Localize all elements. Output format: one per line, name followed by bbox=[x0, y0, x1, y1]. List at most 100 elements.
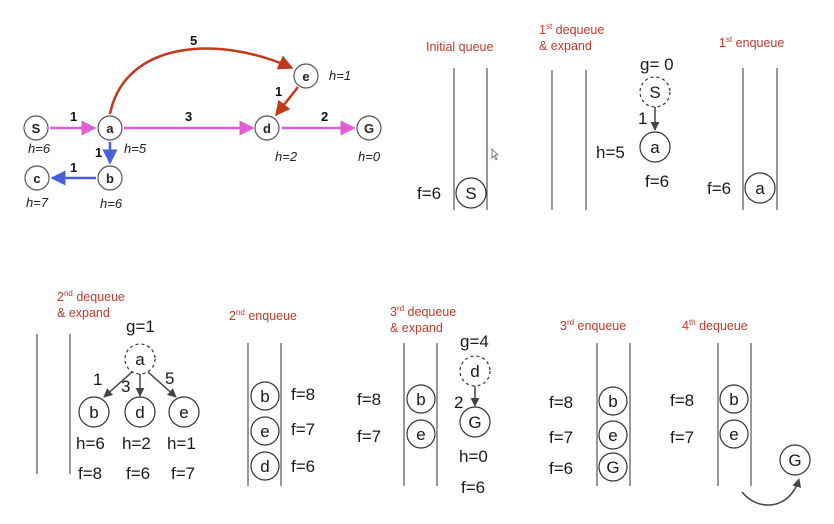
queue-node-b bbox=[406, 384, 436, 414]
queue-node-label: e bbox=[729, 425, 738, 444]
panel-title: 3rd enqueue bbox=[560, 318, 626, 333]
queue-node-label: b bbox=[260, 387, 269, 406]
panel-dequeue-3: 3rd dequeue & expand f=8 f=7 b e g=4 d 2… bbox=[357, 304, 491, 497]
weight-a-d: 3 bbox=[185, 109, 192, 124]
dequeued-node bbox=[779, 444, 811, 476]
node-label: c bbox=[33, 171, 40, 186]
heuristic-b: h=6 bbox=[100, 196, 123, 211]
h-value: h=5 bbox=[596, 143, 625, 162]
f-value-e: f=7 bbox=[549, 428, 573, 447]
panel-title-line2: & expand bbox=[390, 321, 443, 335]
h-value-e: h=1 bbox=[167, 434, 196, 453]
panel-title: 2nd dequeue bbox=[57, 289, 125, 304]
queue-node-label: e bbox=[416, 425, 425, 444]
f-value-g: f=6 bbox=[549, 459, 573, 478]
panel-title: 1st enqueue bbox=[719, 35, 784, 50]
queue-node-label: b bbox=[416, 390, 425, 409]
f-value-b: f=8 bbox=[291, 385, 315, 404]
child-node bbox=[459, 406, 491, 438]
f-value-e: f=7 bbox=[357, 427, 381, 446]
graph-node-c: c bbox=[24, 165, 50, 191]
panel-title: 4th dequeue bbox=[682, 318, 748, 333]
f-value-e: f=7 bbox=[171, 464, 195, 483]
panel-enqueue-3: 3rd enqueue f=8 f=7 f=6 b e G bbox=[549, 318, 631, 486]
child-node-label: a bbox=[650, 138, 660, 157]
queue-node-e bbox=[250, 416, 280, 446]
child-node-label: G bbox=[468, 413, 481, 432]
cursor-icon bbox=[491, 148, 499, 161]
queue-node-e bbox=[598, 420, 628, 450]
edge-weight: 2 bbox=[454, 393, 463, 412]
node-label: a bbox=[106, 121, 114, 136]
panel-title-line2: & expand bbox=[539, 39, 592, 53]
heuristic-e: h=1 bbox=[329, 68, 351, 83]
search-graph: 1 3 2 1 1 5 1 S a b c d e bbox=[23, 33, 382, 211]
edge-weight-e: 5 bbox=[165, 369, 174, 388]
queue-node bbox=[744, 172, 776, 204]
child-node-e bbox=[168, 396, 200, 428]
h-value: h=0 bbox=[459, 447, 488, 466]
parent-node bbox=[124, 343, 156, 375]
f-value: f=6 bbox=[417, 184, 441, 203]
parent-node-label: d bbox=[470, 362, 479, 381]
queue-node-e bbox=[719, 419, 749, 449]
graph-node-e: e bbox=[293, 63, 319, 89]
weight-a-b: 1 bbox=[95, 145, 102, 160]
edge-weight: 1 bbox=[638, 109, 647, 128]
heuristic-d: h=2 bbox=[275, 149, 298, 164]
h-value-b: h=6 bbox=[76, 434, 105, 453]
panel-dequeue-2: 2nd dequeue & expand g=1 a 1 3 5 b d e h… bbox=[36, 289, 200, 483]
f-value-b: f=8 bbox=[357, 390, 381, 409]
dequeued-node-label: G bbox=[788, 451, 801, 470]
edge-e-d bbox=[275, 86, 299, 117]
graph-node-d: d bbox=[254, 115, 280, 141]
node-label: S bbox=[32, 121, 41, 136]
queue-node-label: d bbox=[260, 457, 269, 476]
panel-initial-queue: Initial queue f=6 S bbox=[417, 40, 499, 210]
parent-node bbox=[459, 355, 491, 387]
queue-node-label: S bbox=[465, 184, 476, 203]
panel-title: 3rd dequeue bbox=[390, 304, 456, 319]
g-value: g=1 bbox=[126, 317, 155, 336]
node-label: b bbox=[106, 171, 114, 186]
child-node-label: d bbox=[135, 403, 144, 422]
queue-node-d bbox=[250, 451, 280, 481]
heuristic-c: h=7 bbox=[26, 195, 49, 210]
queue-node-label: a bbox=[755, 179, 765, 198]
queue-node bbox=[455, 177, 487, 209]
expand-arrow-e bbox=[147, 371, 177, 398]
panel-title-line2: & expand bbox=[57, 306, 110, 320]
queue-node-b bbox=[598, 386, 628, 416]
queue-node-label: b bbox=[729, 390, 738, 409]
h-value-d: h=2 bbox=[122, 434, 151, 453]
queue-node-label: b bbox=[608, 392, 617, 411]
queue-node-b bbox=[719, 384, 749, 414]
panel-enqueue-1: 1st enqueue f=6 a bbox=[707, 35, 784, 210]
panel-title: Initial queue bbox=[426, 40, 493, 54]
node-label: G bbox=[364, 121, 374, 136]
graph-node-a: a bbox=[97, 115, 123, 141]
f-value-d: f=6 bbox=[291, 457, 315, 476]
queue-node-e bbox=[406, 419, 436, 449]
parent-node-label: S bbox=[649, 83, 660, 102]
graph-node-g: G bbox=[356, 115, 382, 141]
child-node-label: e bbox=[179, 403, 188, 422]
g-value: g=4 bbox=[460, 332, 489, 351]
graph-node-s: S bbox=[23, 115, 49, 141]
f-value: f=6 bbox=[645, 172, 669, 191]
panel-enqueue-2: 2nd enqueue b e d f=8 f=7 f=6 bbox=[229, 308, 315, 486]
queue-node-b bbox=[250, 381, 280, 411]
child-node-b bbox=[78, 396, 110, 428]
queue-node-label: G bbox=[606, 458, 619, 477]
weight-a-e: 5 bbox=[190, 33, 197, 48]
f-value-b: f=8 bbox=[670, 391, 694, 410]
f-value-e: f=7 bbox=[670, 428, 694, 447]
queue-node-g bbox=[598, 452, 628, 482]
f-value-e: f=7 bbox=[291, 420, 315, 439]
weight-d-g: 2 bbox=[321, 109, 328, 124]
g-value: g= 0 bbox=[640, 55, 674, 74]
heuristic-s: h=6 bbox=[28, 141, 51, 156]
weight-b-c: 1 bbox=[70, 160, 77, 175]
f-value: f=6 bbox=[461, 478, 485, 497]
